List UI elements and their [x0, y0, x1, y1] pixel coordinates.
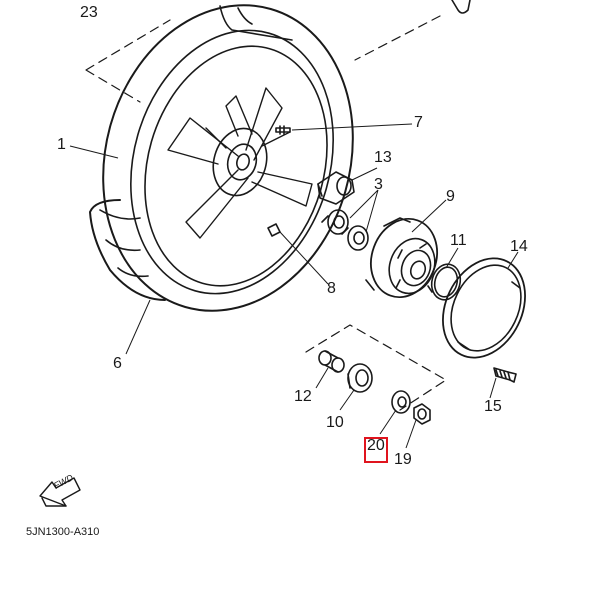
part-label-15: 15 — [484, 398, 502, 415]
part-label-10: 10 — [326, 414, 344, 431]
wheel-hub — [212, 127, 268, 197]
forward-arrow-icon — [39, 477, 81, 507]
part-fragment-top-right — [451, 0, 471, 14]
bearing-part-3-upper — [321, 209, 349, 235]
part-label-19: 19 — [394, 451, 412, 468]
highlight-box-part-20[interactable] — [364, 437, 388, 463]
part-label-1: 1 — [57, 136, 66, 153]
part-label-6: 6 — [113, 355, 122, 372]
dashed-assembly-outline-top — [85, 15, 441, 103]
valve-part-7 — [275, 125, 291, 135]
drum-part-9 — [365, 217, 438, 299]
part-label-3: 3 — [374, 176, 383, 193]
oring-part-11 — [430, 263, 462, 301]
dashed-assembly-outline-bottom — [305, 324, 447, 411]
part-label-7: 7 — [414, 114, 423, 131]
bearing-part-3-lower — [347, 225, 369, 251]
washer-part-20 — [391, 390, 411, 414]
leader-lines — [69, 123, 519, 449]
part-label-23: 23 — [80, 4, 98, 21]
part-label-9: 9 — [446, 188, 455, 205]
bearing-part-10 — [347, 363, 373, 393]
bolt-part-15 — [493, 367, 517, 383]
weight-part-8 — [267, 223, 281, 237]
part-label-11: 11 — [450, 232, 467, 249]
part-label-8: 8 — [327, 280, 336, 297]
part-label-12: 12 — [294, 388, 312, 405]
collar-part-12 — [318, 350, 345, 373]
drawing-code: 5JN1300-A310 — [26, 526, 100, 538]
part-label-13: 13 — [374, 149, 392, 166]
part-label-14: 14 — [510, 238, 528, 255]
part-label-20: 20 — [367, 437, 385, 454]
wheel-spokes — [167, 87, 313, 239]
nut-part-19 — [413, 403, 431, 425]
band-part-14 — [442, 257, 526, 359]
collar-part-13 — [317, 171, 355, 205]
